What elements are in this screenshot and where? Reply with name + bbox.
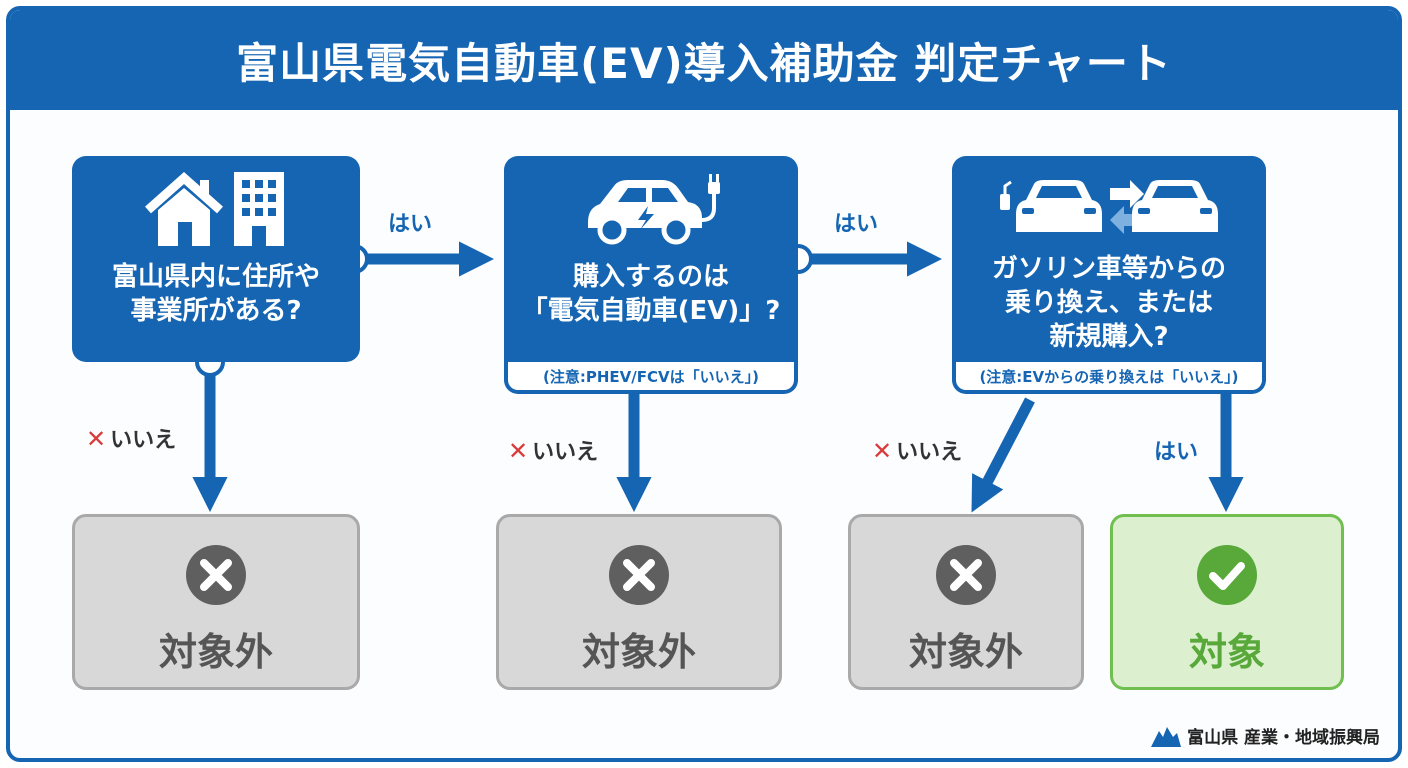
- question-text: 「電気自動車(EV)」?: [521, 296, 781, 326]
- question-text: 乗り換え、または: [1004, 288, 1213, 318]
- edge-label-yes: はい: [1154, 440, 1199, 465]
- swap-arrows-icon: [1110, 180, 1144, 234]
- question-text: 購入するのは: [572, 262, 729, 292]
- result-excluded: 対象外: [496, 514, 782, 690]
- cross-badge-icon: [936, 545, 996, 605]
- edge-label-yes: はい: [388, 212, 433, 237]
- question-text: 富山県内に住所や: [111, 262, 320, 292]
- question-node-replacement: ガソリン車等からの 乗り換え、または 新規購入? (注意:EVからの乗り換えは「…: [952, 156, 1266, 394]
- house-icon: [145, 171, 223, 246]
- cross-mark-icon: ✕: [508, 437, 529, 465]
- ev-car-icon: [588, 180, 702, 245]
- plug-icon: [701, 174, 720, 222]
- cross-mark-icon: ✕: [872, 437, 893, 465]
- result-excluded: 対象外: [848, 514, 1084, 690]
- footer-text: 富山県 産業・地域振興局: [1187, 728, 1380, 748]
- question-node-residence: 富山県内に住所や 事業所がある?: [72, 156, 360, 362]
- edge-label-no: ✕いいえ: [508, 437, 599, 465]
- chart-frame: 富山県電気自動車(EV)導入補助金 判定チャート: [6, 6, 1402, 762]
- toyama-logo-icon: [1151, 726, 1182, 747]
- edge-label-yes: はい: [834, 212, 879, 237]
- question-note: (注意:EVからの乗り換えは「いいえ」): [956, 362, 1262, 390]
- result-eligible: 対象: [1110, 514, 1344, 690]
- result-excluded: 対象外: [72, 514, 360, 690]
- result-label: 対象外: [908, 630, 1023, 674]
- cross-badge-icon: [609, 545, 669, 605]
- result-label: 対象外: [581, 630, 696, 674]
- building-icon: [234, 172, 284, 246]
- cross-badge-icon: [186, 545, 246, 605]
- edge-label-no: ✕いいえ: [86, 425, 177, 453]
- cross-mark-icon: ✕: [86, 425, 107, 453]
- edge-label-no: ✕いいえ: [872, 437, 963, 465]
- connector-arrows: [192, 241, 1244, 513]
- page-title: 富山県電気自動車(EV)導入補助金 判定チャート: [10, 10, 1398, 110]
- question-text: 新規購入?: [1049, 322, 1169, 352]
- question-note: (注意:PHEV/FCVは「いいえ」): [508, 362, 794, 390]
- footer-credit: 富山県 産業・地域振興局: [1151, 723, 1380, 748]
- ev-car-icon: [1132, 180, 1218, 232]
- arrow-q3-no: [971, 397, 1035, 513]
- check-badge-icon: [1197, 545, 1257, 605]
- question-text: 事業所がある?: [130, 296, 302, 326]
- gas-car-icon: [1000, 180, 1102, 232]
- result-label: 対象: [1188, 630, 1265, 674]
- result-label: 対象外: [158, 630, 273, 674]
- question-node-ev: 購入するのは 「電気自動車(EV)」? (注意:PHEV/FCVは「いいえ」): [504, 156, 798, 394]
- question-text: ガソリン車等からの: [991, 254, 1226, 284]
